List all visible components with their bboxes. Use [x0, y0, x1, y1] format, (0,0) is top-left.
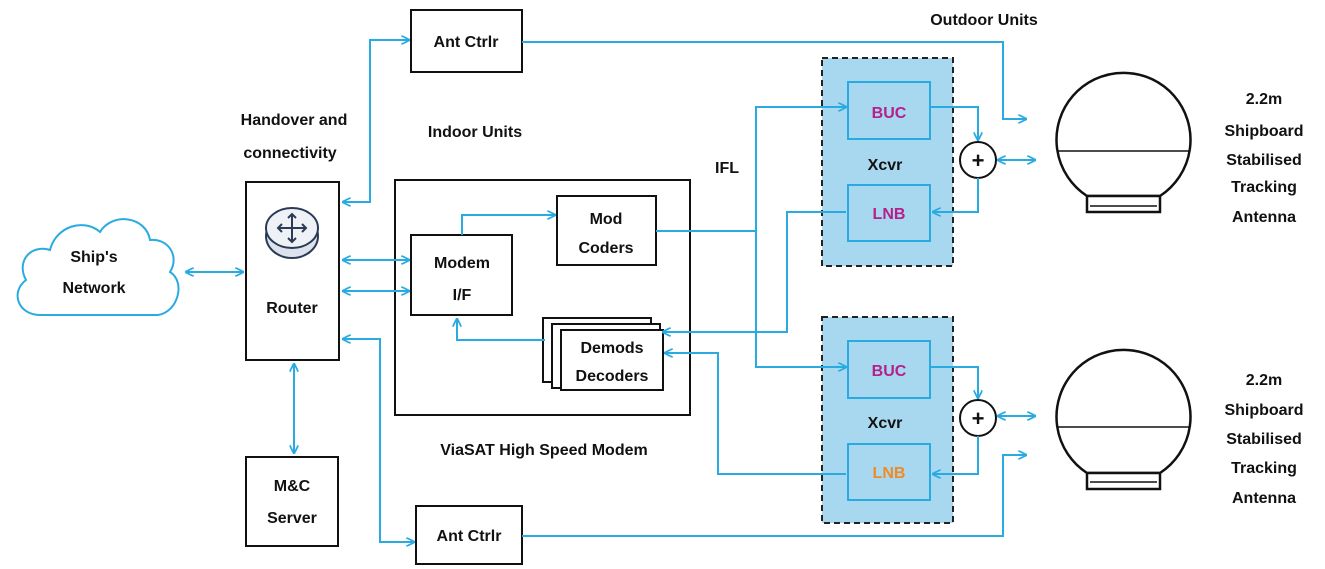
lnb-top-label: LNB	[873, 206, 906, 223]
xcvr-top: BUC Xcvr LNB	[821, 57, 954, 267]
handover-label-1: Handover and	[241, 112, 348, 129]
antenna-top-label-5: Antenna	[1232, 209, 1296, 226]
antenna-bottom-label-5: Antenna	[1232, 490, 1296, 507]
ships-network-label-1: Ship's	[70, 249, 117, 266]
combiner-bottom-symbol: +	[972, 406, 985, 431]
mc-server-label-1: M&C	[274, 478, 311, 495]
lnb-top-box	[847, 184, 931, 242]
handover-label-2: connectivity	[243, 145, 336, 162]
xcvr-top-box	[821, 57, 954, 267]
link-antctrl-antenna-bottom	[522, 455, 1026, 537]
demods-front-box	[560, 329, 664, 391]
router-label: Router	[266, 300, 318, 317]
dish-antenna-icon	[1055, 348, 1192, 491]
ant-ctrl-top-label: Ant Ctrlr	[434, 34, 499, 51]
modem-if-label-1: Modem	[434, 255, 490, 272]
link-combiner-lnb-top	[933, 178, 979, 212]
mc-server: M&C Server	[245, 456, 339, 547]
link-demods-modem	[457, 319, 545, 341]
combiner-top: +	[959, 141, 997, 179]
mod-coders-label-2: Coders	[578, 240, 633, 257]
link-buc-top-combiner	[930, 106, 978, 140]
mod-coders-box	[556, 195, 657, 266]
ant-ctrl-top: Ant Ctrlr	[410, 9, 523, 73]
ant-ctrl-bottom-label: Ant Ctrlr	[437, 528, 502, 545]
buc-top-box	[847, 81, 931, 140]
combiner-top-symbol: +	[972, 148, 985, 173]
ships-network-label-2: Network	[62, 280, 125, 297]
antenna-bottom-label-3: Stabilised	[1226, 431, 1302, 448]
modem-if-label-2: I/F	[453, 287, 472, 304]
ships-network-cloud: Ship's Network	[16, 218, 180, 316]
demods-label-1: Demods	[580, 340, 643, 357]
mc-server-label-2: Server	[267, 510, 317, 527]
antenna-bottom-label-1: 2.2m	[1246, 372, 1282, 389]
buc-bottom-label: BUC	[872, 363, 907, 380]
mod-coders-label-1: Mod	[590, 211, 623, 228]
viasat-modem-label: ViaSAT High Speed Modem	[440, 442, 647, 459]
antenna-top: 2.2m Shipboard Stabilised Tracking Anten…	[1055, 71, 1304, 226]
indoor-units-label: Indoor Units	[428, 124, 522, 141]
modem-if: Modem I/F	[410, 234, 513, 316]
outdoor-units-label: Outdoor Units	[930, 12, 1038, 29]
ifl-label: IFL	[715, 160, 739, 177]
demods-label-2: Decoders	[576, 368, 649, 385]
dish-antenna-icon	[1055, 71, 1192, 214]
demods-decoders: Demods Decoders	[542, 317, 664, 391]
combiner-bottom: +	[959, 399, 997, 437]
link-lnb-bottom-demods	[665, 353, 846, 475]
ant-ctrl-bottom: Ant Ctrlr	[415, 505, 523, 565]
xcvr-top-label: Xcvr	[868, 157, 903, 174]
link-modcoders-buc-top	[656, 107, 846, 232]
cloud-icon	[16, 218, 180, 316]
link-modcoders-buc-bottom	[755, 231, 846, 367]
link-antctrl-antenna-top	[522, 41, 1026, 119]
modem-if-box	[410, 234, 513, 316]
xcvr-bottom-label: Xcvr	[868, 415, 903, 432]
buc-top-label: BUC	[872, 105, 907, 122]
link-lnb-top-demods	[663, 211, 846, 332]
antenna-top-label-2: Shipboard	[1224, 123, 1303, 140]
xcvr-bottom-box	[821, 316, 954, 524]
link-modem-modcoders	[461, 215, 555, 235]
antenna-bottom: 2.2m Shipboard Stabilised Tracking Anten…	[1055, 348, 1304, 507]
antenna-bottom-label-4: Tracking	[1231, 460, 1297, 477]
lnb-bottom-box	[847, 443, 931, 501]
links	[186, 40, 1035, 542]
antenna-top-label-3: Stabilised	[1226, 152, 1302, 169]
link-router-antctrl-bottom	[343, 339, 414, 542]
xcvr-bottom: BUC Xcvr LNB	[821, 316, 954, 524]
link-buc-bottom-combiner	[930, 366, 978, 398]
link-combiner-lnb-bottom	[933, 436, 979, 474]
mod-coders: Mod Coders	[556, 195, 657, 266]
router-icon	[265, 207, 319, 259]
lnb-bottom-label: LNB	[873, 465, 906, 482]
router-block: Router	[245, 181, 340, 361]
antenna-top-label-4: Tracking	[1231, 179, 1297, 196]
antenna-top-label-1: 2.2m	[1246, 91, 1282, 108]
antenna-bottom-label-2: Shipboard	[1224, 402, 1303, 419]
buc-bottom-box	[847, 340, 931, 399]
mc-server-box	[245, 456, 339, 547]
link-router-antctrl-top	[343, 40, 409, 202]
